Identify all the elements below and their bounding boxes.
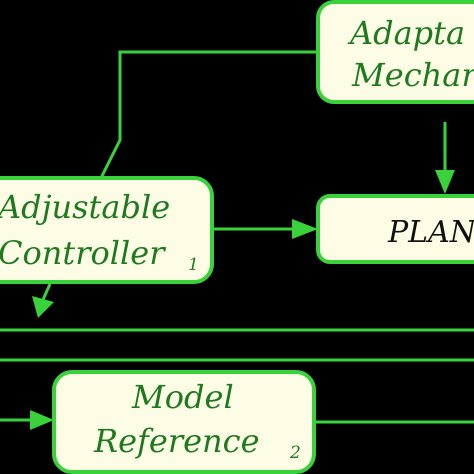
adjustable-controller-block — [0, 176, 214, 284]
controller-to-plant-arrowhead — [292, 219, 318, 239]
input-to-model-arrowhead — [30, 410, 54, 430]
adaptation-label-line1: Adapta — [347, 14, 465, 52]
adaptation-to-plant-arrowhead — [435, 170, 455, 194]
model-reference-block — [52, 370, 316, 474]
controller-label-line2: Controller — [0, 234, 166, 272]
controller-label-line1: Adjustable — [0, 188, 170, 226]
model-label-line2: Reference — [93, 422, 260, 460]
model-label-line1: Model — [131, 378, 234, 416]
adaptation-mechanism-block — [316, 0, 474, 104]
plant-label: PLAN — [387, 215, 474, 250]
controller-index-label: 1 — [188, 255, 199, 275]
adaptation-label-line2: Mechan — [351, 56, 474, 94]
adaptation-to-controller-line — [98, 50, 320, 181]
controller-output-arrowhead — [32, 296, 54, 318]
plant-block — [316, 194, 474, 264]
model-index-label: 2 — [289, 443, 301, 463]
controller-output-line — [40, 283, 52, 303]
